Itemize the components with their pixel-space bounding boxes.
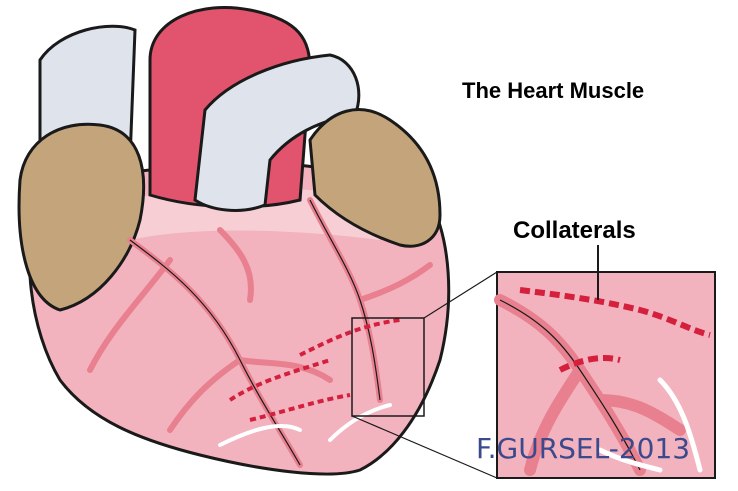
author-credit: F.GURSEL-2013 bbox=[476, 432, 690, 465]
diagram-title: The Heart Muscle bbox=[462, 78, 644, 103]
collaterals-label: Collaterals bbox=[513, 217, 636, 244]
